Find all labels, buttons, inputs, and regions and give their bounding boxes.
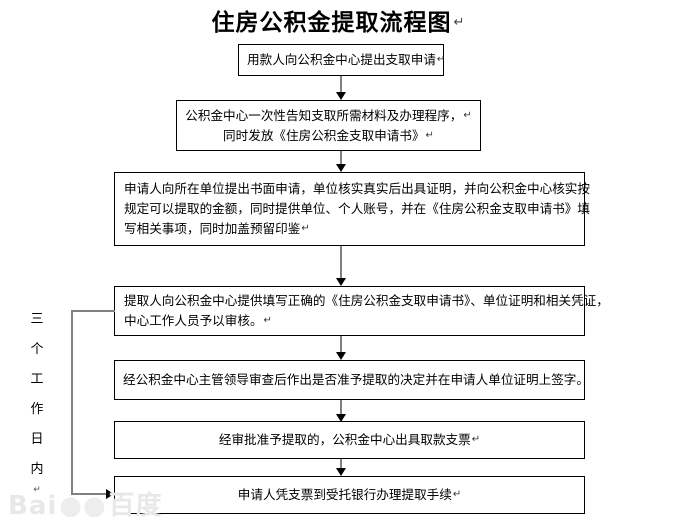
side-label-char-4: 作 <box>30 402 44 417</box>
title-return-mark: ↵ <box>453 15 466 30</box>
node-6-line-1: 经审批准予提取的，公积金中心出具取款支票↵ <box>218 432 481 447</box>
node-3-line-2: 规定可以提取的金额，同时提供单位、个人账号，并在《住房公积金支取申请书》填 <box>124 201 590 216</box>
return-mark: ↵ <box>452 489 462 500</box>
side-label-return-mark: ↵ <box>33 485 41 495</box>
watermark-text-left: Bai <box>8 491 58 521</box>
side-label-char-6: 内 <box>30 462 44 477</box>
page-title-text: 住房公积金提取流程图 <box>211 10 452 36</box>
return-mark: ↵ <box>436 54 446 65</box>
bracket-top-segment <box>71 310 115 312</box>
node-2-line-1: 公积金中心一次性告知支取所需材料及办理程序，↵ <box>185 107 472 123</box>
arrow-down-icon-1 <box>336 92 346 100</box>
arrow-down-icon-4 <box>336 352 346 360</box>
connector-2-3 <box>340 151 342 168</box>
three-working-days-label: 三 个 工 作 日 内 ↵ <box>26 305 48 495</box>
return-mark: ↵ <box>425 129 434 141</box>
node-2-line-2: 同时发放《住房公积金支取申请书》↵ <box>223 127 434 143</box>
return-mark: ↵ <box>263 315 272 326</box>
node-5-line-1: 经公积金中心主管领导审查后作出是否准予提取的决定并在申请人单位证明上签字。 <box>123 372 589 387</box>
step-bank-withdrawal-procedure: 申请人凭支票到受托银行办理提取手续↵ <box>114 476 585 514</box>
connector-3-4 <box>340 246 342 282</box>
watermark-text-right: 百度 <box>108 491 163 521</box>
node-1-line-1: 用款人向公积金中心提出支取申请↵ <box>247 52 446 67</box>
node-7-line-1: 申请人凭支票到受托银行办理提取手续↵ <box>237 487 462 502</box>
step-center-informs-materials: 公积金中心一次性告知支取所需材料及办理程序，↵ 同时发放《住房公积金支取申请书》… <box>176 100 481 151</box>
baidu-watermark: Bai●●百度 <box>8 485 163 522</box>
node-3-line-1: 申请人向所在单位提出书面申请，单位核实真实后出具证明，并向公积金中心核实按 <box>124 181 590 196</box>
return-mark: ↵ <box>471 434 481 445</box>
side-label-char-1: 三 <box>30 312 44 327</box>
paw-icon: ●● <box>59 491 107 521</box>
arrow-down-icon-3 <box>336 278 346 286</box>
connector-5-6 <box>340 400 342 416</box>
side-label-char-2: 个 <box>30 342 44 357</box>
step-employer-written-application: 申请人向所在单位提出书面申请，单位核实真实后出具证明，并向公积金中心核实按 规定… <box>114 172 590 246</box>
step-submit-application: 用款人向公积金中心提出支取申请↵ <box>238 44 446 76</box>
arrow-down-icon-6 <box>336 468 346 476</box>
node-4-line-1: 提取人向公积金中心提供填写正确的《住房公积金支取申请书》、单位证明和相关凭证， <box>124 293 609 308</box>
step-issue-withdrawal-check: 经审批准予提取的，公积金中心出具取款支票↵ <box>114 421 585 459</box>
side-label-char-5: 日 <box>30 432 44 447</box>
connector-4-5 <box>340 336 342 354</box>
step-director-approval-signature: 经公积金中心主管领导审查后作出是否准予提取的决定并在申请人单位证明上签字。 <box>114 360 589 400</box>
bracket-vertical-segment <box>71 310 73 495</box>
node-4-line-2: 中心工作人员予以审核。↵ <box>124 313 272 328</box>
side-label-char-3: 工 <box>30 372 44 387</box>
node-3-line-3: 写相关事项，同时加盖预留印鉴↵ <box>124 221 310 236</box>
page-title: 住房公积金提取流程图↵ <box>0 8 677 38</box>
step-submit-documents-for-review: 提取人向公积金中心提供填写正确的《住房公积金支取申请书》、单位证明和相关凭证， … <box>114 286 609 336</box>
connector-1-2 <box>340 76 342 96</box>
return-mark: ↵ <box>463 109 472 121</box>
return-mark: ↵ <box>301 223 310 234</box>
connector-6-7 <box>340 459 342 471</box>
bracket-bottom-segment <box>71 493 107 495</box>
arrow-right-icon-bracket <box>106 489 114 499</box>
arrow-down-icon-5 <box>336 414 346 422</box>
arrow-down-icon-2 <box>336 164 346 172</box>
